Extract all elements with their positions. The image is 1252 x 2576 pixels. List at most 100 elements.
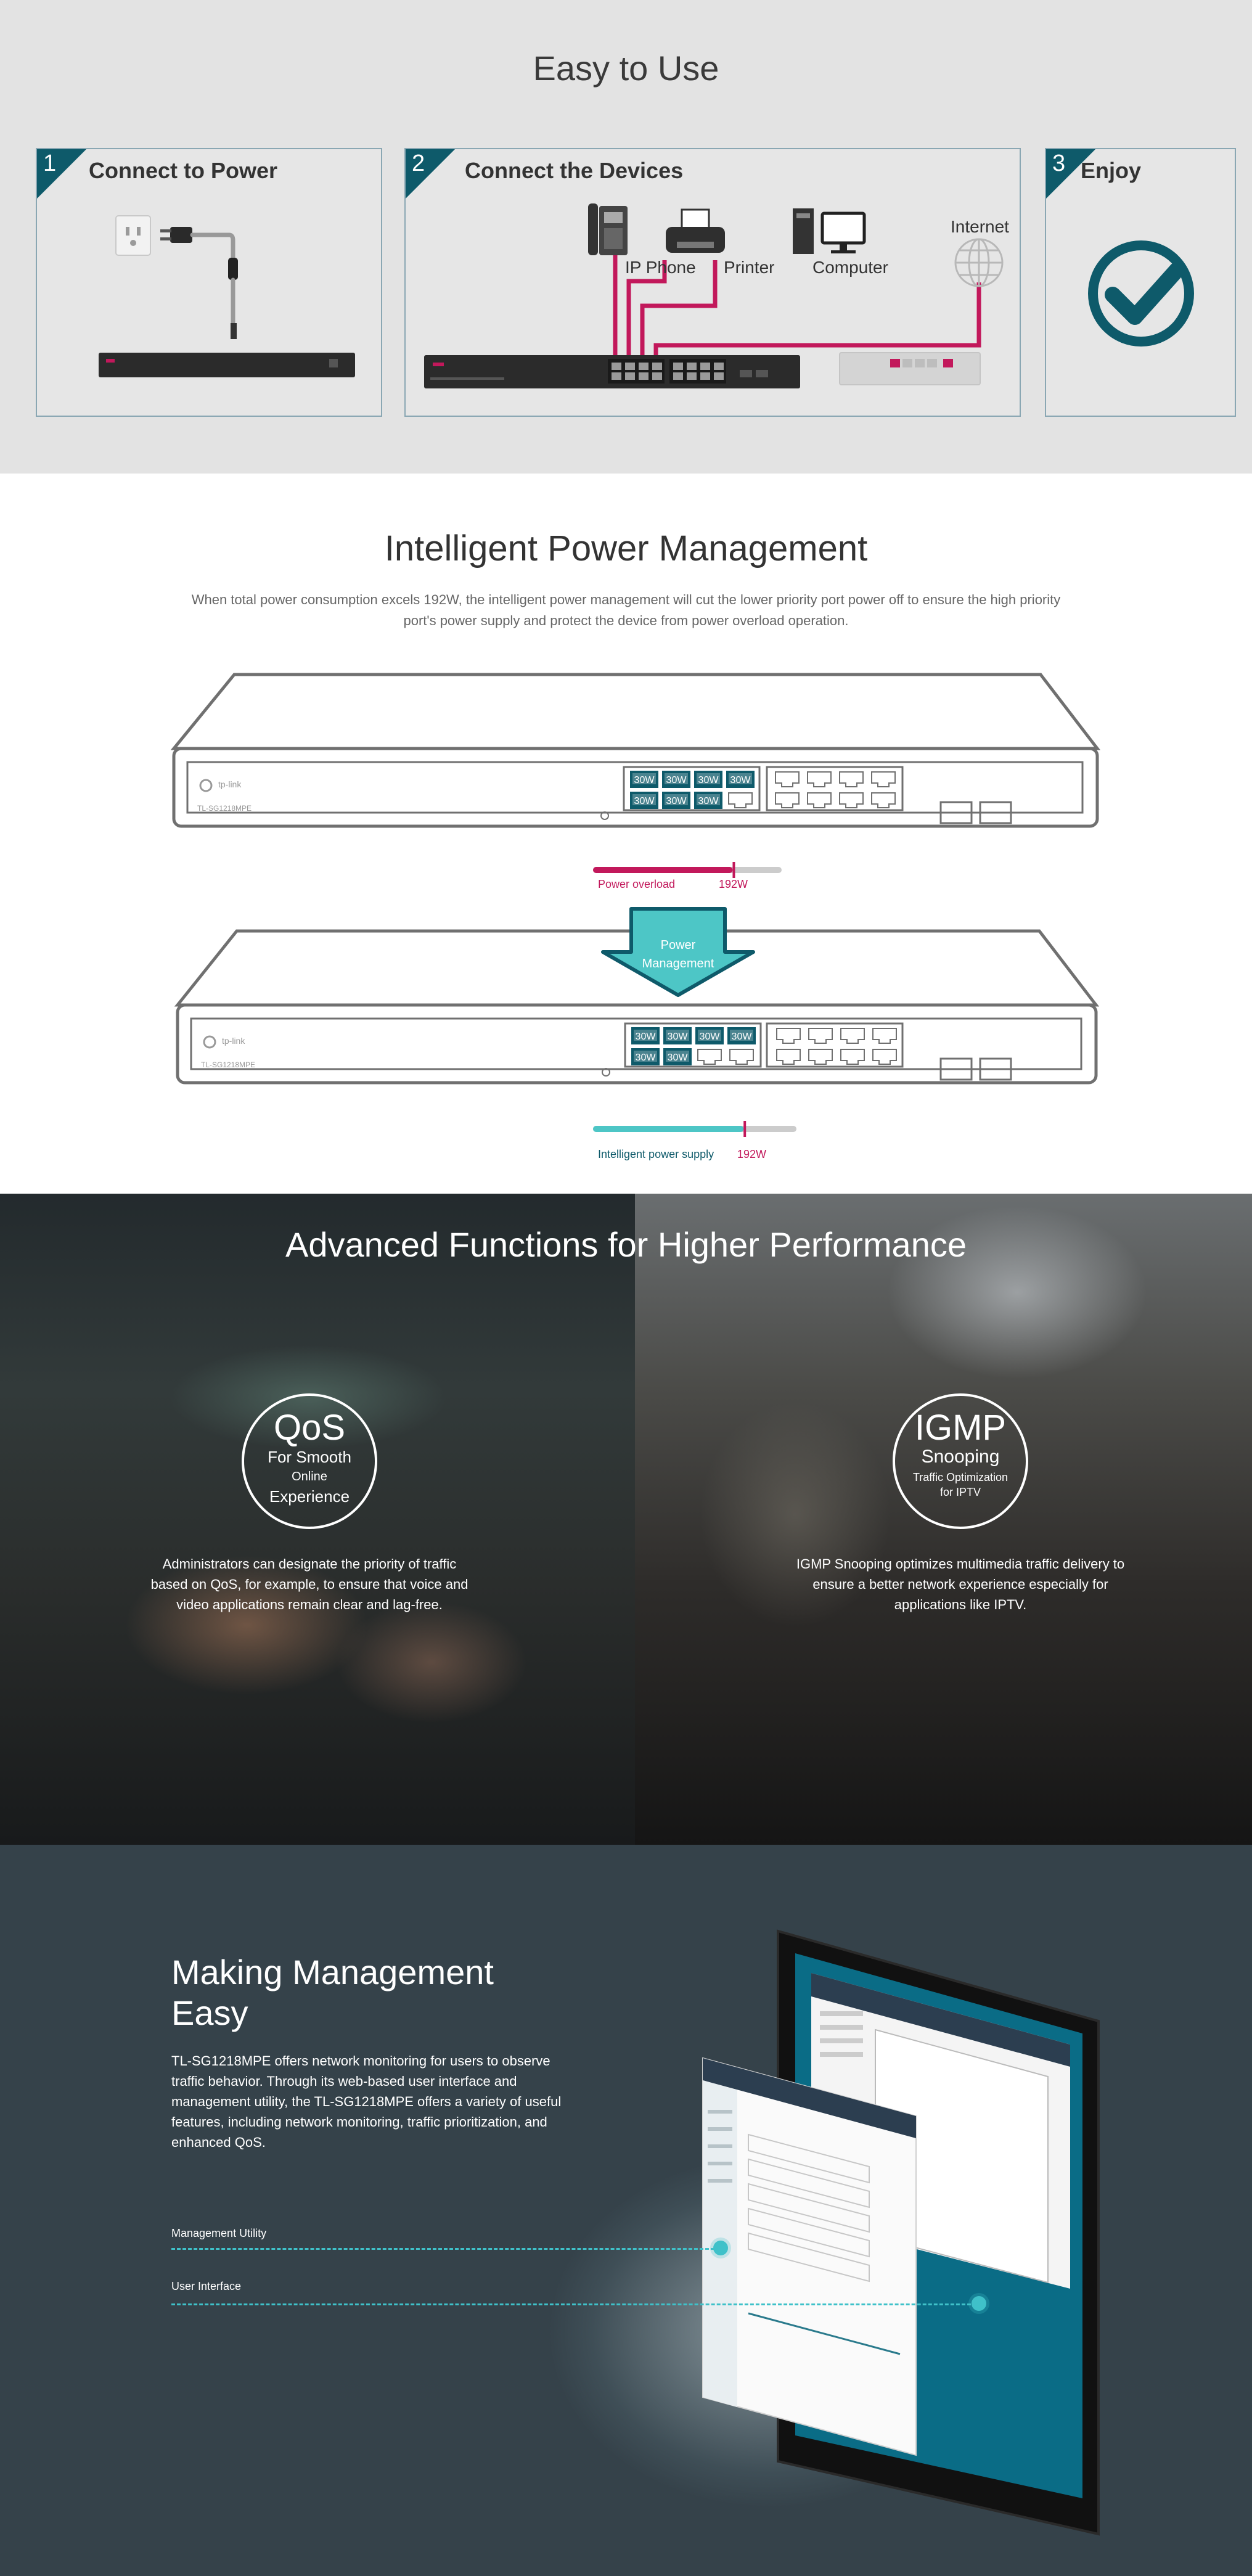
model-label: TL-SG1218MPE xyxy=(201,1060,256,1069)
poe-port-active: 30W xyxy=(694,792,722,809)
power-management-title: Intelligent Power Management xyxy=(384,528,868,568)
qos-badge-line: Experience xyxy=(269,1487,350,1506)
igmp-badge: IGMP Snooping Traffic Optimization for I… xyxy=(893,1393,1028,1529)
poe-port-power-label: 30W xyxy=(730,775,751,786)
qos-description: Administrators can designate the priorit… xyxy=(150,1556,468,1612)
ethernet-port xyxy=(775,792,800,808)
easy-to-use-section: Easy to Use 1 Connect to Power xyxy=(0,0,1252,474)
router-device-icon xyxy=(839,352,981,385)
device-connection-illustration xyxy=(424,203,1004,388)
poe-port-power-label: 30W xyxy=(636,1052,657,1063)
step-number: 3 xyxy=(1052,150,1066,176)
easy-to-use-title: Easy to Use xyxy=(533,49,719,88)
cable-ferrite xyxy=(228,258,238,280)
step-number: 1 xyxy=(43,150,57,176)
brand-label: tp-link xyxy=(218,779,242,789)
poe-port-power-label: 30W xyxy=(700,1032,721,1042)
ethernet-port xyxy=(776,1028,801,1044)
power-limit-label: 192W xyxy=(737,1148,767,1160)
poe-port-active: 30W xyxy=(662,771,690,788)
management-utility-label: Management Utility xyxy=(171,2227,267,2239)
step-title: Connect the Devices xyxy=(465,158,684,183)
ethernet-port xyxy=(839,792,864,808)
brand-label: tp-link xyxy=(222,1036,245,1046)
management-screens-illustration xyxy=(702,1929,1100,2536)
advanced-functions-title: Advanced Functions for Higher Performanc… xyxy=(285,1225,967,1264)
poe-port-power-label: 30W xyxy=(666,775,687,786)
switch-device-icon xyxy=(424,355,800,388)
step-number-badge xyxy=(406,149,455,199)
tp-link-logo-icon xyxy=(199,779,216,1049)
ip-phone-label: IP Phone xyxy=(625,258,696,277)
ethernet-port xyxy=(808,1049,833,1065)
power-overload-bar xyxy=(593,862,782,878)
computer-label: Computer xyxy=(812,258,888,277)
printer-label: Printer xyxy=(724,258,775,277)
poe-port-power-label: 30W xyxy=(636,1032,657,1042)
poe-port-power-label: 30W xyxy=(668,1052,689,1063)
ethernet-port xyxy=(808,1028,833,1044)
printer-icon xyxy=(666,208,725,253)
checkmark-icon xyxy=(1088,240,1194,347)
power-management-section: Intelligent Power Management When total … xyxy=(0,474,1252,1194)
ethernet-port xyxy=(775,771,800,787)
user-interface-label: User Interface xyxy=(171,2280,242,2292)
internet-globe-icon xyxy=(954,238,1004,287)
step-number: 2 xyxy=(412,150,425,176)
ethernet-port xyxy=(807,792,832,808)
poe-port-power-label: 30W xyxy=(732,1032,753,1042)
poe-port-power-label: 30W xyxy=(666,796,687,806)
power-overload-label: Power overload xyxy=(598,878,676,890)
qos-badge-title: QoS xyxy=(273,1408,346,1448)
step-connect-power-card: 1 Connect to Power xyxy=(36,148,382,417)
management-utility-dash-line xyxy=(171,2248,720,2250)
ethernet-port xyxy=(776,1049,801,1065)
power-supply-label: Intelligent power supply xyxy=(598,1148,714,1160)
ethernet-port xyxy=(871,771,896,787)
model-label: TL-SG1218MPE xyxy=(197,804,252,813)
ethernet-port xyxy=(840,1049,865,1065)
step-connect-devices-card: 2 Connect the Devices xyxy=(404,148,1021,417)
advanced-functions-section: Advanced Functions for Higher Performanc… xyxy=(0,1194,1252,1845)
ip-phone-icon xyxy=(588,203,628,255)
step-number-badge xyxy=(37,149,86,199)
down-arrow-icon xyxy=(601,907,755,997)
poe-port-active: 30W xyxy=(695,1027,724,1044)
ethernet-port xyxy=(872,1028,897,1044)
step-title: Enjoy xyxy=(1081,158,1142,183)
ethernet-port xyxy=(840,1028,865,1044)
poe-port-active: 30W xyxy=(662,792,690,809)
igmp-badge-line: Traffic Optimization for IPTV xyxy=(912,1471,1009,1498)
poe-port-active: 30W xyxy=(694,771,722,788)
poe-port-active: 30W xyxy=(630,792,658,809)
poe-port-active: 30W xyxy=(726,771,755,788)
step-title: Connect to Power xyxy=(89,158,278,183)
computer-icon xyxy=(793,208,866,254)
internet-label: Internet xyxy=(951,217,1009,236)
igmp-badge-title: IGMP xyxy=(914,1408,1007,1448)
wall-outlet-icon xyxy=(115,215,151,256)
ethernet-port xyxy=(872,1049,897,1065)
power-supply-bar xyxy=(593,1121,796,1137)
user-interface-dot xyxy=(972,2296,986,2311)
igmp-description: IGMP Snooping optimizes multimedia traff… xyxy=(796,1556,1125,1612)
poe-port-power-label: 30W xyxy=(698,775,719,786)
poe-port-active: 30W xyxy=(663,1048,692,1065)
poe-port-active: 30W xyxy=(630,771,658,788)
poe-port-inactive xyxy=(697,1049,722,1065)
ethernet-port xyxy=(839,771,864,787)
switch-before-illustration: 30W 30W 30W 30W 30W 30W 30W xyxy=(170,673,1101,828)
management-utility-window xyxy=(702,2057,917,2456)
power-management-description: When total power consumption excels 192W… xyxy=(191,592,1061,628)
power-management-arrow-label: Power Management xyxy=(642,938,714,970)
switch-device-icon xyxy=(99,353,355,377)
power-plug-icon xyxy=(160,227,192,243)
management-description: TL-SG1218MPE offers network monitoring f… xyxy=(171,2053,562,2150)
management-title: Making Management Easy xyxy=(171,1953,494,2032)
management-section: Making Management Easy TL-SG1218MPE offe… xyxy=(0,1845,1252,2576)
power-connection-illustration xyxy=(99,215,355,377)
user-interface-dash-line xyxy=(171,2303,976,2305)
poe-port-inactive xyxy=(729,1049,754,1065)
ethernet-port xyxy=(871,792,896,808)
step-enjoy-card: 3 Enjoy xyxy=(1045,148,1236,417)
